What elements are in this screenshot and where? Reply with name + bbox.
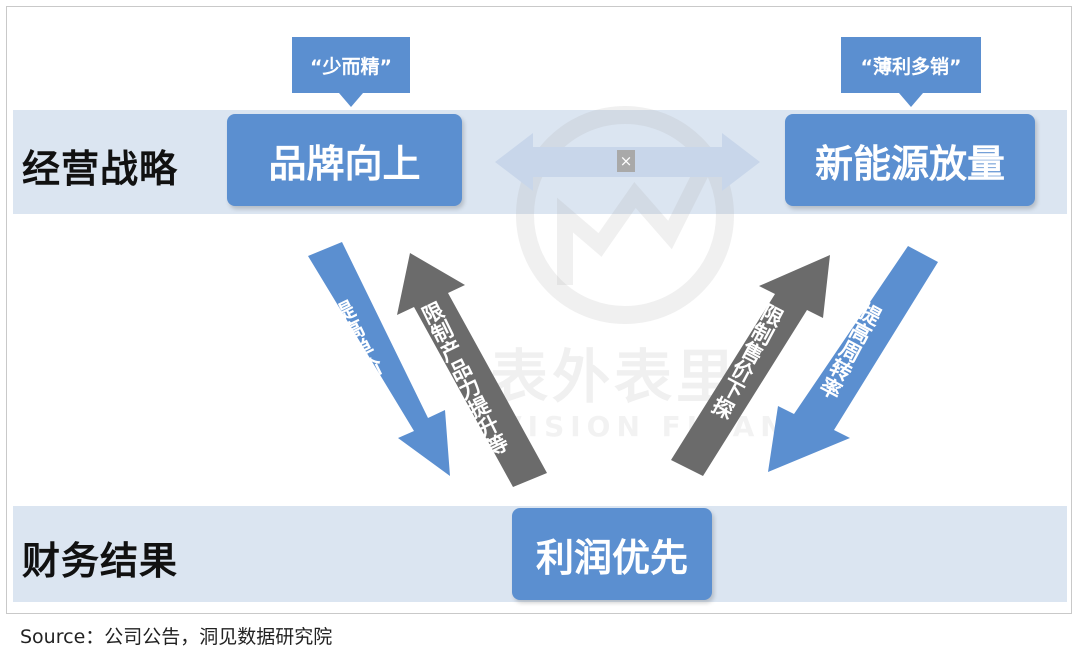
close-icon[interactable]: × [617, 150, 635, 172]
arrow-left-down [308, 242, 450, 476]
arrow-right-down [768, 246, 938, 472]
source-note: Source：公司公告，洞见数据研究院 [20, 626, 333, 648]
watermark-logo [516, 106, 734, 324]
callout-left: “少而精” [292, 37, 410, 93]
arrow-right-up [671, 255, 830, 476]
callout-right: “薄利多销” [841, 37, 981, 93]
callout-left-tail [339, 93, 363, 107]
row-label-strategy: 经营战略 [22, 147, 179, 191]
callout-right-tail [899, 93, 923, 107]
row-label-finance: 财务结果 [22, 539, 179, 583]
watermark-text: 表外表里 [490, 343, 739, 411]
box-new-energy: 新能源放量 [785, 114, 1035, 206]
arrow-left-up [397, 253, 547, 487]
box-profit-first: 利润优先 [512, 508, 712, 600]
box-brand-upward: 品牌向上 [227, 114, 462, 206]
